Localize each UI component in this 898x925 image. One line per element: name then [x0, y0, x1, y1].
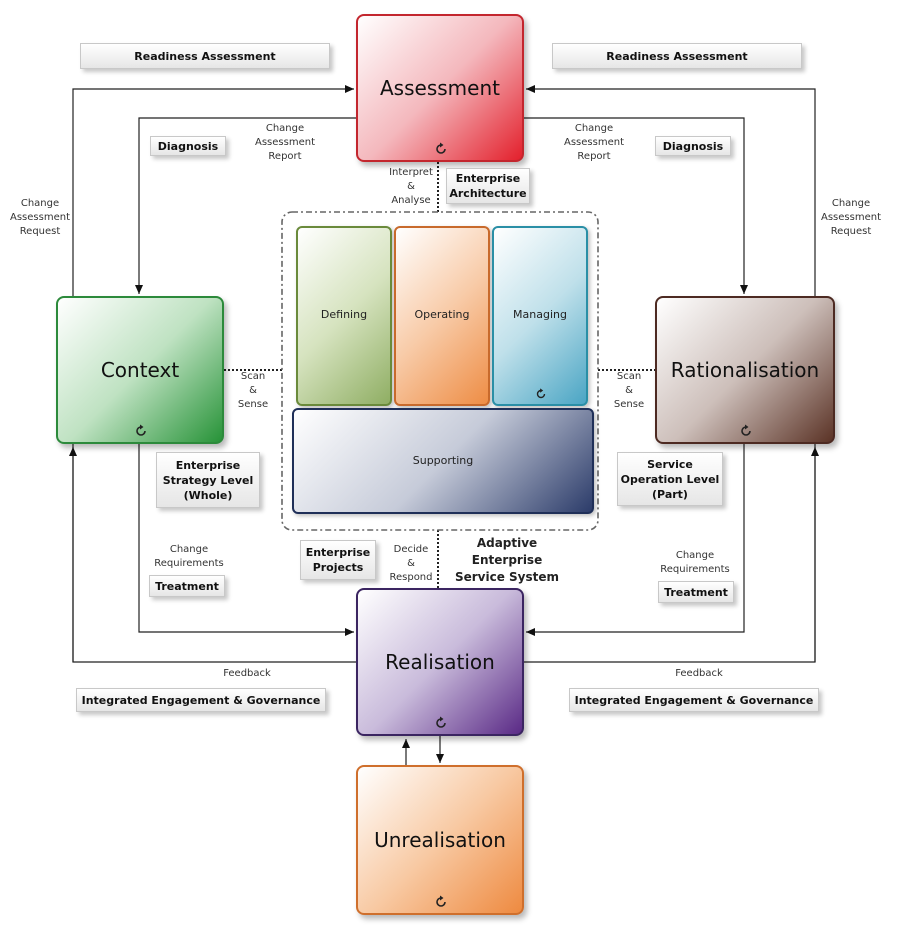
engagement-governance-tag-left: Integrated Engagement & Governance	[76, 688, 326, 712]
managing-label: Managing	[513, 308, 567, 321]
service-operation-line1: Service	[647, 457, 693, 471]
feedback-note-right: Feedback	[675, 668, 723, 679]
readiness-assessment-tag-right: Readiness Assessment	[552, 43, 802, 69]
note-line: Assessment	[10, 212, 70, 223]
note-line: Respond	[389, 572, 433, 583]
change-requirements-note-left: Change Requirements	[148, 543, 230, 571]
rationalisation-node[interactable]: Rationalisation	[655, 296, 835, 444]
realisation-title: Realisation	[385, 650, 495, 674]
context-title: Context	[100, 358, 180, 382]
feedback-note-left: Feedback	[223, 668, 271, 679]
context-to-realisation-connector	[138, 444, 354, 636]
managing-block[interactable]: Managing	[492, 226, 588, 406]
assessment-to-rationalisation-connector	[524, 117, 748, 294]
note-line: &	[625, 385, 633, 396]
change-assessment-report-note-left: Change Assessment Report	[249, 122, 321, 164]
note-line: Assessment	[255, 137, 315, 148]
note-line: &	[249, 385, 257, 396]
change-requirements-note-right: Change Requirements	[654, 549, 736, 577]
enterprise-projects-line2: Projects	[312, 561, 364, 574]
decide-respond-note: Decide & Respond	[383, 543, 439, 585]
note-line: Change	[169, 544, 209, 555]
cycle-arrow-icon	[436, 716, 446, 728]
unrealisation-title: Unrealisation	[374, 828, 506, 852]
note-line: Request	[830, 226, 872, 237]
note-line: Scan	[616, 371, 642, 382]
note-line: Requirements	[660, 564, 730, 575]
note-line: &	[407, 181, 415, 192]
enterprise-strategy-tag: Enterprise Strategy Level (Whole)	[156, 452, 260, 508]
diagnosis-tag-right: Diagnosis	[655, 136, 731, 156]
note-line: Change	[20, 198, 60, 209]
note-line: Change	[675, 550, 715, 561]
cycle-arrow-icon	[741, 424, 751, 436]
diagnosis-tag-left: Diagnosis	[150, 136, 226, 156]
readiness-assessment-tag-left: Readiness Assessment	[80, 43, 330, 69]
enterprise-projects-line1: Enterprise	[305, 546, 371, 559]
enterprise-projects-tag: Enterprise Projects	[300, 540, 376, 580]
note-line: Scan	[240, 371, 266, 382]
assessment-title: Assessment	[380, 76, 500, 100]
note-line: Request	[19, 226, 61, 237]
note-line: Analyse	[391, 195, 431, 206]
operating-label: Operating	[414, 308, 470, 321]
adaptive-system-label-line2: Service System	[454, 570, 560, 584]
cycle-arrow-icon	[436, 895, 446, 907]
adaptive-system-boundary	[281, 211, 599, 531]
note-line: Change	[831, 198, 871, 209]
enterprise-strategy-line2: Strategy Level	[162, 473, 254, 487]
note-line: Decide	[393, 544, 429, 555]
enterprise-strategy-line1: Enterprise	[175, 458, 241, 472]
note-line: Report	[268, 151, 302, 162]
enterprise-architecture-line2: Architecture	[449, 187, 527, 200]
service-operation-line3: (Part)	[652, 487, 688, 501]
defining-label: Defining	[320, 308, 368, 321]
change-assessment-request-note-right: Change Assessment Request	[815, 197, 887, 239]
assessment-node[interactable]: Assessment	[356, 14, 524, 162]
note-line: Assessment	[821, 212, 881, 223]
assessment-to-context-connector	[135, 117, 356, 294]
treatment-tag-right: Treatment	[658, 581, 734, 603]
rationalisation-to-realisation-connector	[526, 444, 745, 636]
supporting-label: Supporting	[412, 454, 474, 467]
enterprise-architecture-line1: Enterprise	[455, 172, 521, 185]
cycle-arrow-icon	[436, 142, 446, 154]
note-line: Sense	[613, 399, 645, 410]
context-node[interactable]: Context	[56, 296, 224, 444]
interpret-analyse-note: Interpret & Analyse	[382, 166, 440, 208]
note-line: Report	[577, 151, 611, 162]
cycle-arrow-icon	[136, 424, 146, 436]
service-operation-line2: Operation Level	[620, 472, 720, 486]
enterprise-architecture-tag: Enterprise Architecture	[446, 168, 530, 204]
service-operation-tag: Service Operation Level (Part)	[617, 452, 723, 506]
operating-block[interactable]: Operating	[394, 226, 490, 406]
change-assessment-request-note-left: Change Assessment Request	[4, 197, 76, 239]
defining-block[interactable]: Defining	[296, 226, 392, 406]
adaptive-system-label-line1: Adaptive Enterprise	[471, 536, 543, 567]
rationalisation-title: Rationalisation	[670, 358, 820, 382]
enterprise-strategy-line3: (Whole)	[183, 488, 233, 502]
realisation-node[interactable]: Realisation	[356, 588, 524, 736]
adaptive-system-label: Adaptive Enterprise Service System	[440, 535, 574, 586]
note-line: &	[407, 558, 415, 569]
cycle-arrow-icon	[536, 388, 546, 399]
scan-sense-note-left: Scan & Sense	[232, 370, 274, 412]
treatment-tag-left: Treatment	[149, 575, 225, 597]
note-line: Requirements	[154, 558, 224, 569]
note-line: Change	[574, 123, 614, 134]
supporting-block[interactable]: Supporting	[292, 408, 594, 514]
note-line: Interpret	[389, 167, 433, 178]
note-line: Sense	[237, 399, 269, 410]
note-line: Change	[265, 123, 305, 134]
unrealisation-node[interactable]: Unrealisation	[356, 765, 524, 915]
engagement-governance-tag-right: Integrated Engagement & Governance	[569, 688, 819, 712]
scan-sense-note-right: Scan & Sense	[608, 370, 650, 412]
change-assessment-report-note-right: Change Assessment Report	[558, 122, 630, 164]
note-line: Assessment	[564, 137, 624, 148]
